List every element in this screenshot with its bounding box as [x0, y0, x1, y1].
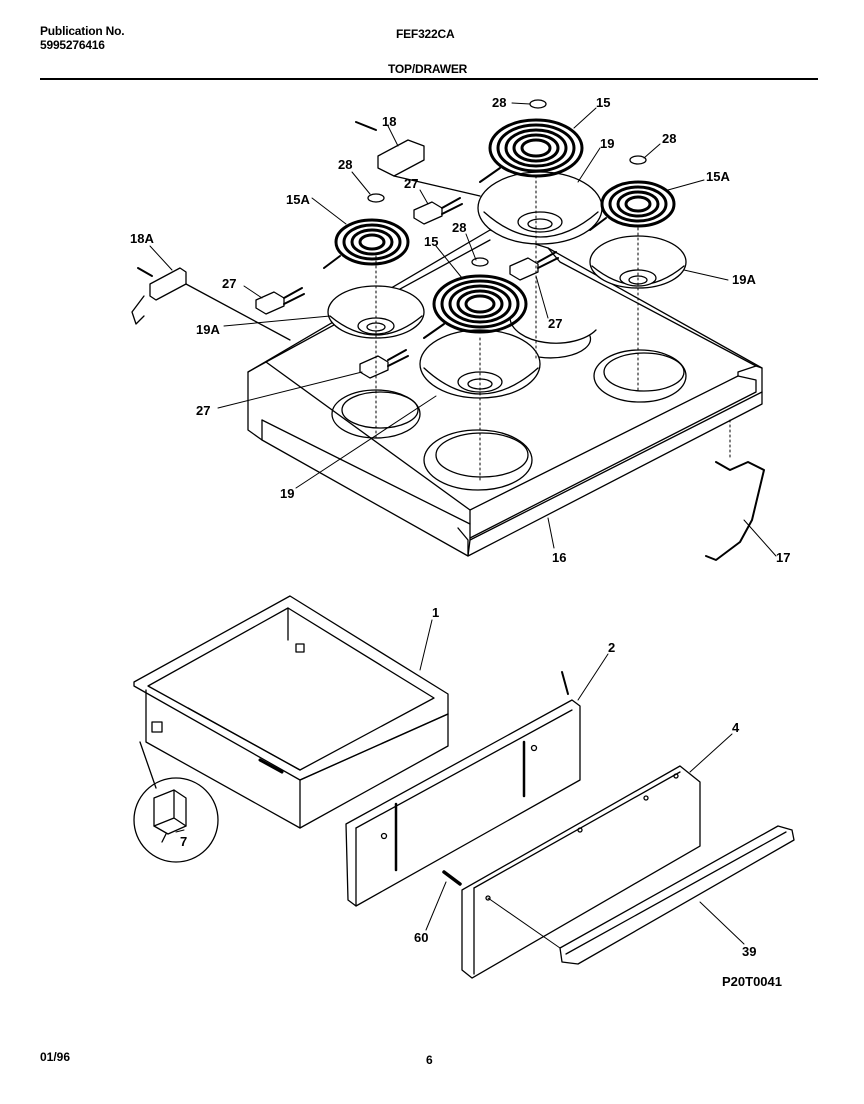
surface-element-15A-left	[323, 218, 410, 269]
header-rule	[40, 78, 818, 80]
surface-element-15A-right	[589, 180, 676, 231]
page-number: 6	[426, 1053, 433, 1067]
callout-15A: 15A	[286, 192, 310, 207]
callout-2: 2	[608, 640, 615, 655]
wire-17	[705, 461, 765, 561]
callout-28: 28	[492, 95, 506, 110]
callout-27: 27	[548, 316, 562, 331]
screw-60	[442, 870, 462, 886]
callout-7: 7	[180, 834, 187, 849]
callout-28: 28	[662, 131, 676, 146]
callout-19: 19	[280, 486, 294, 501]
section-title: TOP/DRAWER	[388, 62, 468, 76]
callout-18A: 18A	[130, 231, 154, 246]
burner-hole-rear-left	[509, 317, 597, 344]
callout-1: 1	[432, 605, 439, 620]
callout-15A: 15A	[706, 169, 730, 184]
callout-15: 15	[424, 234, 438, 249]
model-number: FEF322CA	[396, 27, 455, 41]
receptacle-27-b	[255, 287, 305, 315]
trim-cap-28-front	[471, 257, 489, 267]
footer-date: 01/96	[40, 1050, 71, 1064]
callout-28: 28	[338, 157, 352, 172]
drip-bowl-19-rear	[477, 171, 603, 245]
drawer-front-4	[461, 765, 701, 979]
callout-19A: 19A	[732, 272, 756, 287]
callout-17: 17	[776, 550, 790, 565]
drawer-1	[133, 595, 449, 829]
callout-16: 16	[552, 550, 566, 565]
drawer-handle-39	[559, 825, 795, 965]
receptacle-bracket-18	[355, 121, 481, 197]
burner-hole-front-right	[423, 429, 533, 491]
detail-circle-7	[133, 741, 219, 863]
trim-cap-28-right	[629, 155, 647, 165]
receptacle-27-a	[413, 197, 463, 225]
drawer-panel-2	[345, 671, 581, 907]
callout-60: 60	[414, 930, 428, 945]
trim-cap-28-left	[367, 193, 385, 203]
callout-28: 28	[452, 220, 466, 235]
publication-number: 5995276416	[40, 38, 105, 52]
burner-hole-rear-right	[593, 349, 687, 403]
publication-label: Publication No.	[40, 24, 125, 38]
receptacle-bracket-18A	[131, 267, 291, 341]
figure-code: P20T0041	[722, 974, 782, 989]
callout-19: 19	[600, 136, 614, 151]
surface-element-15-front	[423, 274, 528, 339]
trim-cap-28-rear	[529, 99, 547, 109]
callout-15: 15	[596, 95, 610, 110]
leader-lines	[149, 102, 777, 949]
callout-27: 27	[196, 403, 210, 418]
receptacle-27-c	[509, 251, 559, 281]
callout-27: 27	[222, 276, 236, 291]
callout-39: 39	[742, 944, 756, 959]
callout-18: 18	[382, 114, 396, 129]
callout-27: 27	[404, 176, 418, 191]
callout-19A: 19A	[196, 322, 220, 337]
callout-4: 4	[732, 720, 740, 735]
